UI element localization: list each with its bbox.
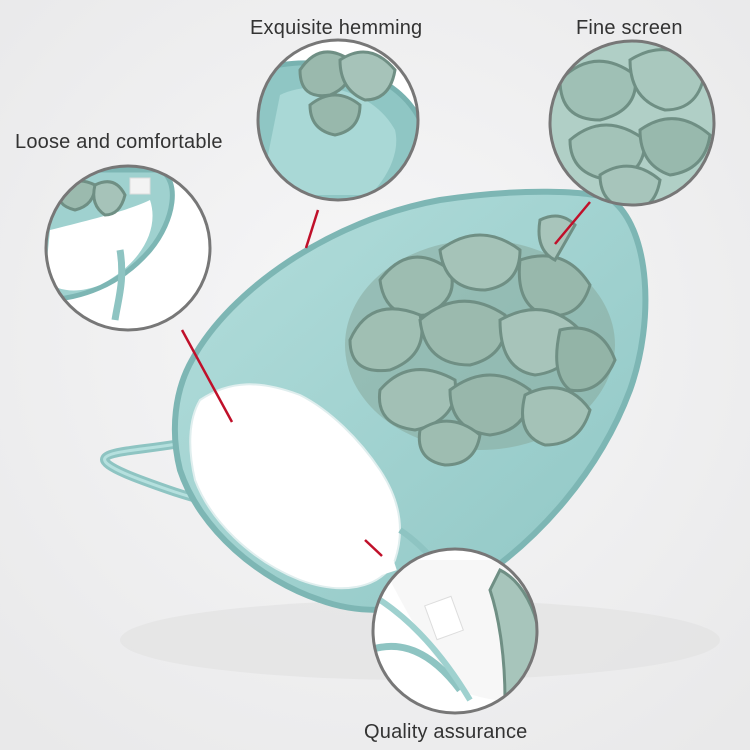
callout-label-screen: Fine screen — [576, 17, 683, 39]
callout-quality-magnifier — [371, 547, 539, 715]
callout-hemming-magnifier — [256, 38, 420, 202]
pointer-lines — [180, 201, 591, 557]
callout-label-quality: Quality assurance — [364, 721, 528, 743]
mesh-pouf — [345, 214, 617, 467]
callout-screen-magnifier — [548, 39, 716, 207]
callout-label-loose: Loose and comfortable — [15, 131, 223, 153]
callout-label-hemming: Exquisite hemming — [250, 17, 423, 39]
callout-loose-magnifier — [44, 164, 212, 332]
